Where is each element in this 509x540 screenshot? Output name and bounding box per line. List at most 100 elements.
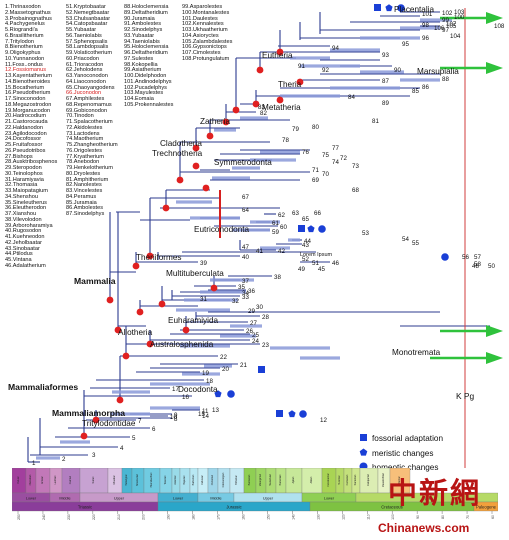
taxon-name: 102.Kennalestes — [182, 21, 224, 28]
tick-label: 100 — [391, 514, 395, 520]
node-number: 69 — [312, 177, 319, 184]
range-bar — [180, 344, 230, 348]
taxon-name: 5.Riograndi'a — [5, 27, 38, 33]
node-number: 104 — [450, 33, 461, 40]
taxon-name: 4.Pachygenelus — [5, 21, 45, 28]
age-label: Cenomanian — [327, 473, 330, 487]
range-bar — [220, 334, 256, 338]
node-number: 33 — [242, 294, 249, 301]
node-number: 108 — [494, 23, 505, 30]
red-node — [136, 308, 144, 316]
node-number: 38 — [274, 274, 281, 281]
node-number: 6 — [152, 426, 156, 433]
tick-label: 170 — [217, 514, 221, 520]
range-bar — [288, 238, 300, 242]
taxon-name: 29.Steropodon — [5, 165, 42, 171]
node-number: 70 — [322, 171, 329, 178]
homeotic-circle-icon — [299, 410, 307, 418]
taxon-name: 12.Fossiomanus — [5, 67, 47, 74]
red-node — [116, 396, 124, 404]
age-label: Callovian — [201, 474, 204, 485]
node-number: 62 — [278, 212, 285, 219]
red-node — [106, 296, 114, 304]
node-number: 14 — [202, 413, 209, 420]
node-number: 100 — [454, 14, 465, 21]
age-label: Bajocian — [183, 475, 186, 485]
red-node — [192, 162, 200, 170]
age-label: Aptian — [292, 476, 295, 483]
fossorial-square-icon — [360, 434, 367, 441]
taxon-name: 72.Akidolestes — [66, 124, 103, 131]
age-label: Hettangian — [125, 474, 128, 486]
taxon-name: 6.Brasilitherium — [5, 32, 44, 39]
taxon-name: 63.Yanoconodon — [66, 73, 108, 79]
period-label: Paleogene — [476, 505, 497, 510]
range-bar — [200, 290, 246, 294]
epoch-label: Upper — [263, 497, 274, 501]
range-bar — [150, 406, 200, 410]
tick-label: 140 — [291, 514, 295, 520]
clade-zatheria: Zatheria — [200, 117, 231, 126]
tick-label: 130 — [316, 514, 320, 520]
taxon-name: 87.Sinodelphys — [66, 211, 105, 217]
node-number: 37 — [242, 278, 249, 285]
node-number: 29 — [248, 308, 255, 315]
extant-arrows — [430, 12, 503, 364]
clade-placentalia: Placentalia — [394, 5, 435, 14]
node-number: 24 — [252, 338, 259, 345]
node-number: 35 — [238, 284, 245, 291]
taxon-name: 79.Henkelotherium — [66, 165, 113, 171]
range-bar — [232, 228, 270, 232]
red-nodes — [80, 48, 304, 440]
age-label: Rhaetian — [113, 475, 116, 485]
node-number: 42 — [278, 248, 285, 255]
taxon-name: 36.Eleutherodon — [5, 205, 47, 212]
taxon-name: 15.Bocatherium — [5, 84, 45, 91]
red-node — [92, 416, 100, 424]
taxon-name: 58.Lambdopsalis — [66, 44, 109, 51]
tick-label: 70 — [466, 515, 470, 519]
epoch-label: Middle — [59, 497, 70, 501]
tick-label: 110 — [366, 514, 370, 520]
tick-label: 150 — [266, 514, 270, 520]
taxon-name: 55.Yubaatar — [66, 27, 97, 33]
taxon-name: 65.Chaoyangodens — [66, 84, 115, 91]
age-label: Bathonian — [192, 474, 195, 485]
node-number: 79 — [292, 126, 299, 133]
clade-allotheria: Allotheria — [118, 328, 153, 337]
red-node — [146, 340, 154, 348]
node-number: 82 — [260, 110, 267, 117]
red-node — [182, 326, 190, 334]
node-number: 53 — [362, 230, 369, 237]
taxon-name: 2.Massetognathus — [5, 9, 51, 16]
node-number: 41 — [256, 248, 263, 255]
age-label: Turonian — [338, 475, 341, 485]
taxon-name: 70.Tinodon — [66, 113, 94, 120]
taxon-name: 89.Deltatheridium — [124, 9, 168, 16]
node-number: 7 — [138, 418, 142, 425]
node-number: 18 — [206, 378, 213, 385]
tick-label: 250 — [17, 514, 21, 520]
range-bar — [240, 116, 268, 120]
range-bar — [210, 278, 254, 282]
epoch-label: Upper — [422, 497, 433, 501]
taxon-name: 84.Peramus — [66, 193, 97, 200]
node-number: 28 — [262, 314, 269, 321]
period-label: Cretaceous — [381, 505, 402, 510]
range-bar — [182, 372, 220, 376]
taxon-name: 82.Nanolestes — [66, 182, 102, 189]
legend-meristic: meristic changes — [372, 449, 434, 458]
red-node — [176, 176, 184, 184]
node-number: 31 — [200, 296, 207, 303]
taxon-name: 53.Chulsanbaatar — [66, 15, 111, 22]
tick-label: 190 — [167, 514, 171, 520]
fossorial-square-icon — [276, 410, 283, 417]
fossorial-square-icon — [298, 225, 305, 232]
age-label: Oxfordian — [211, 474, 214, 485]
red-node — [210, 284, 218, 292]
age-label: Campanian — [367, 473, 370, 486]
node-number: 106 — [434, 25, 445, 32]
range-bar — [190, 216, 240, 220]
node-number: 12 — [320, 417, 327, 424]
